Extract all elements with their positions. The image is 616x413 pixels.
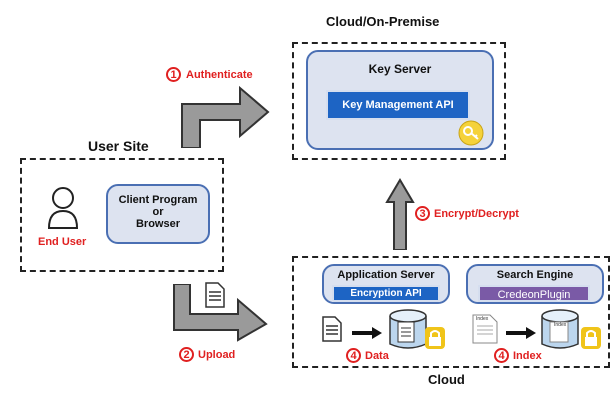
cloud-onpremise-label: Cloud/On-Premise — [326, 14, 440, 29]
key-server-title: Key Server — [368, 62, 432, 76]
end-user-label: End User — [38, 236, 87, 248]
step-4-index-badge: 4 — [494, 348, 509, 363]
step-3-label: Encrypt/Decrypt — [434, 208, 519, 220]
document-icon — [205, 282, 225, 308]
user-site-label: User Site — [88, 138, 149, 154]
search-engine-title: Search Engine — [496, 269, 574, 281]
encrypt-decrypt-arrow-icon — [385, 178, 415, 251]
lock-icon — [580, 326, 602, 350]
step-1-label: Authenticate — [186, 69, 253, 81]
database-icon — [388, 308, 434, 352]
credeon-plugin: CredeonPlugin — [478, 285, 590, 302]
app-server-box: Application Server Encryption API — [322, 264, 450, 304]
client-line2: or — [152, 206, 164, 218]
arrow-icon — [352, 326, 382, 339]
client-program-box: Client Program or Browser — [106, 184, 210, 244]
key-icon — [458, 120, 484, 146]
user-icon — [46, 186, 80, 230]
arrow-icon — [506, 326, 536, 339]
cloud-zone: Application Server Encryption API Search… — [292, 256, 610, 368]
document-icon — [322, 316, 342, 342]
lock-icon — [424, 326, 446, 350]
step-4-data-badge: 4 — [346, 348, 361, 363]
step-2-label: Upload — [198, 349, 236, 361]
key-server-zone: Key Server Key Management API — [292, 42, 506, 160]
key-server-box: Key Server Key Management API — [306, 50, 494, 150]
step-2-badge: 2 — [179, 347, 194, 362]
client-line1: Client Program — [118, 194, 198, 206]
index-db-label: Index — [554, 322, 567, 328]
authenticate-arrow-icon — [178, 82, 272, 149]
cloud-label: Cloud — [428, 372, 465, 387]
step-4-index-label: Index — [513, 350, 542, 362]
upload-arrow-icon — [172, 283, 270, 342]
index-database-icon: Index — [540, 308, 584, 352]
step-1-badge: 1 — [166, 67, 181, 82]
user-site-zone: End User Client Program or Browser — [20, 158, 224, 272]
index-document-icon: Index — [472, 314, 498, 344]
client-line3: Browser — [135, 218, 181, 230]
step-3-badge: 3 — [415, 206, 430, 221]
search-engine-box: Search Engine CredeonPlugin — [466, 264, 604, 304]
key-management-api: Key Management API — [326, 90, 470, 120]
index-doc-label: Index — [476, 316, 489, 322]
app-server-title: Application Server — [337, 269, 435, 281]
encryption-api: Encryption API — [332, 285, 440, 302]
step-4-data-label: Data — [365, 350, 389, 362]
